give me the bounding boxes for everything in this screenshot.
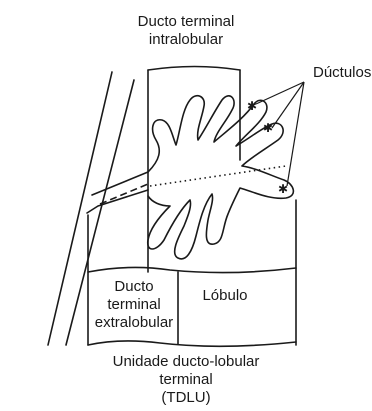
- label-tdlu-line1: Unidade ducto-lobular: [113, 353, 260, 370]
- label-intralobular-duct-line1: Ducto terminal: [138, 13, 235, 30]
- ductule-star-icon: ✱: [278, 182, 288, 196]
- label-extralobular-line2: terminal: [107, 296, 160, 313]
- label-extralobular-line3: extralobular: [95, 314, 173, 331]
- leader-line-3: [287, 82, 304, 186]
- label-tdlu-line3: (TDLU): [161, 389, 210, 406]
- ductule-star-icon: ✱: [247, 99, 257, 113]
- ductule-star-icon: ✱: [263, 121, 273, 135]
- label-ductules: Dúctulos: [313, 64, 371, 81]
- lobule-top-edge: [148, 67, 240, 71]
- duct-outer-line-left: [48, 72, 112, 345]
- label-tdlu-line2: terminal: [159, 371, 212, 388]
- lower-block-bottom-edge: [88, 341, 296, 346]
- ductule-dotted-path: [150, 166, 286, 186]
- label-extralobular-line1: Ducto: [114, 278, 153, 295]
- lower-block-divider: [88, 267, 296, 272]
- label-intralobular-duct-line2: intralobular: [149, 31, 223, 48]
- label-lobule: Lóbulo: [202, 287, 247, 304]
- duct-upper-wall: [92, 172, 148, 195]
